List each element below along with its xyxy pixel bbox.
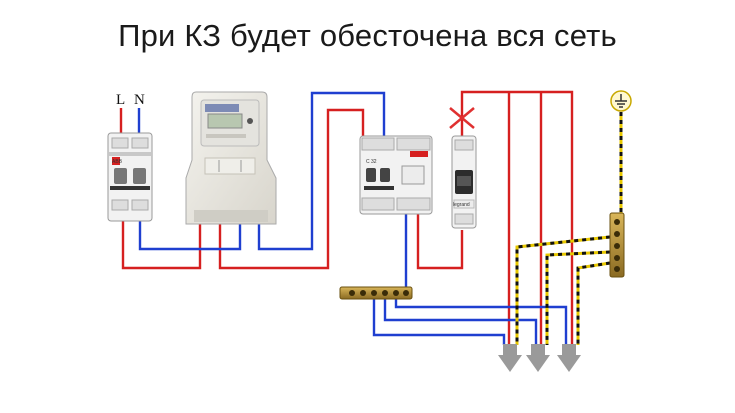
input-wires (119, 108, 141, 135)
earth-wires (515, 112, 623, 345)
rcd-rating: C 32 (366, 159, 377, 165)
input-breaker-brand: ABB (112, 159, 123, 165)
phase-label: L (116, 92, 125, 108)
down-arrow-icon (498, 344, 522, 372)
down-arrow-icon (526, 344, 550, 372)
neutral-busbar (339, 286, 413, 300)
neutral-label: N (134, 92, 145, 108)
diagram-title: При КЗ будет обесточена вся сеть (118, 18, 617, 53)
cross-mark-icon (449, 107, 475, 129)
earth-busbar (609, 212, 625, 278)
neutral-wires (138, 91, 568, 345)
earth-ground-icon (610, 90, 632, 112)
down-arrow-icon (557, 344, 581, 372)
load-arrows (498, 344, 581, 372)
rcd-device: C 32 (359, 135, 433, 215)
electricity-meter (185, 91, 277, 225)
phase-wires (121, 90, 574, 345)
branch-breaker: legrand (451, 135, 477, 229)
branch-breaker-brand: legrand (453, 202, 470, 208)
input-breaker: ABB (107, 132, 153, 222)
